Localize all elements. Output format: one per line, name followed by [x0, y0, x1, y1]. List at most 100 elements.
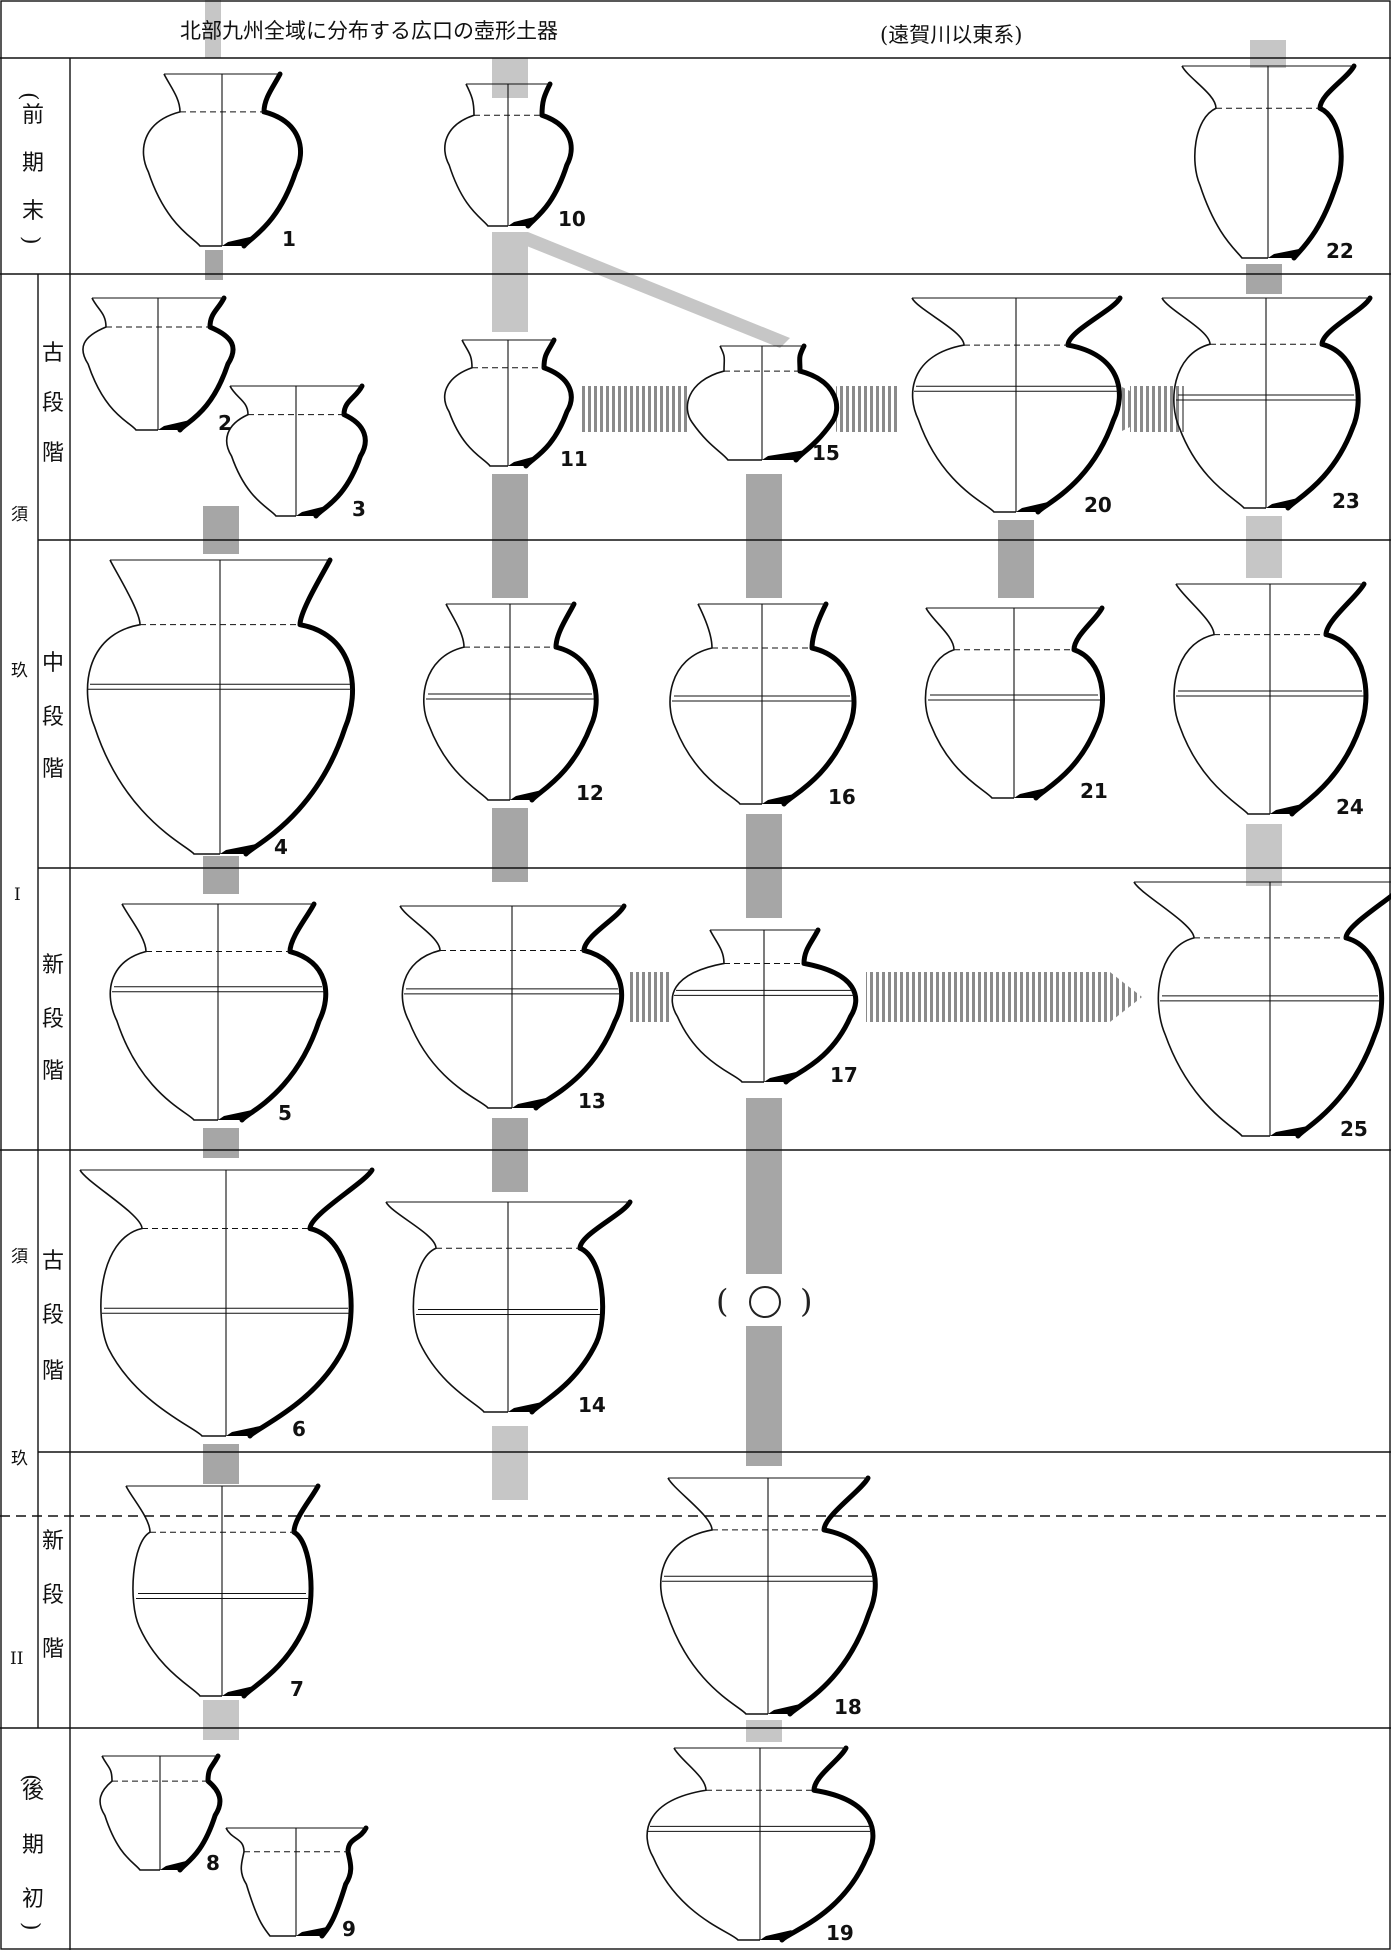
vessel-number: 7 [290, 1677, 304, 1701]
placeholder-parens-left: ( [716, 1282, 728, 1320]
vessel-exterior [1182, 66, 1268, 258]
stage-char: 新 [42, 1529, 64, 1554]
period-char: 後 [22, 1779, 44, 1804]
period-sugu-II: 須 玖 II [10, 1247, 28, 1669]
vessel-number: 23 [1332, 489, 1360, 513]
vessel-exterior [672, 930, 764, 1082]
connector-bar [203, 506, 239, 554]
vessel-number: 21 [1080, 779, 1108, 803]
vessel-exterior [1174, 584, 1270, 814]
vessel-number: 5 [278, 1101, 292, 1125]
vessel-exterior [100, 1756, 160, 1870]
vessel-9: 9 [226, 1828, 366, 1941]
stage-new-2: 新 段 階 [42, 1529, 64, 1662]
vessel-exterior [226, 1828, 296, 1936]
connector-diagonal [492, 232, 790, 348]
vessel-4: 4 [87, 560, 352, 859]
vessel-number: 10 [558, 207, 586, 231]
vessel-5: 5 [110, 904, 326, 1125]
vessel-25: 25 [1134, 882, 1391, 1141]
vessel-section [786, 930, 856, 1082]
stage-mid-1: 中 段 階 [42, 651, 64, 782]
connector-bar [1250, 40, 1286, 68]
vessel-exterior [647, 1748, 760, 1940]
vessel-13: 13 [400, 906, 624, 1113]
period-char: 初 [22, 1887, 44, 1912]
vessel-exterior [386, 1202, 508, 1412]
vessel-section [532, 1202, 630, 1412]
period-char: II [10, 1649, 23, 1669]
vessel-number: 25 [1340, 1117, 1368, 1141]
vessel-exterior [110, 904, 218, 1120]
vessel-section [532, 604, 596, 800]
vessel-section [246, 560, 353, 854]
vessel-exterior [445, 84, 508, 226]
vessel-base [1268, 248, 1304, 258]
connector-bar [746, 1720, 782, 1742]
period-char: I [14, 885, 21, 905]
stage-char: 古 [42, 1249, 64, 1274]
vessel-number: 16 [828, 785, 856, 809]
vessel-section [790, 1478, 875, 1714]
vessel-section [244, 1486, 318, 1696]
figure-subtitle: (遠賀川以東系) [880, 23, 1022, 47]
connector-bar [746, 814, 782, 918]
hatched-arrow [1130, 386, 1184, 432]
period-char: ) [18, 1922, 43, 1931]
vessel-number: 20 [1084, 493, 1112, 517]
vessel-section [528, 84, 571, 226]
vessel-exterior [687, 346, 762, 460]
vessel-section [1298, 882, 1391, 1136]
hatched-arrow-head [1110, 972, 1142, 1022]
vessel-exterior [83, 298, 158, 430]
connector-bar [203, 856, 239, 894]
stage-char: 段 [42, 1583, 64, 1608]
connector-bar [746, 1098, 782, 1274]
vessel-number: 14 [578, 1393, 606, 1417]
vessel-section [244, 74, 301, 246]
vessel-number: 17 [830, 1063, 858, 1087]
hatched-arrow [866, 972, 1110, 1022]
vessel-section [1288, 298, 1370, 508]
stage-char: 段 [42, 705, 64, 730]
vessel-11: 11 [445, 340, 588, 471]
period-late-start: ( 後 期 初 ) [18, 1774, 44, 1931]
vessel-number: 3 [352, 497, 366, 521]
vessel-number: 19 [826, 1921, 854, 1945]
vessel-number: 1 [282, 227, 296, 251]
period-char: 期 [22, 1833, 44, 1858]
stage-char: 中 [42, 651, 64, 676]
stage-new-1: 新 段 階 [42, 953, 64, 1084]
vessel-number: 15 [812, 441, 840, 465]
connector-bar [203, 1128, 239, 1158]
vessel-base [296, 1926, 332, 1936]
vessel-section [536, 906, 624, 1108]
vessel-2: 2 [83, 298, 233, 435]
connector-layer [203, 0, 1286, 1742]
vessel-exterior [227, 386, 296, 516]
vessel-exterior [400, 906, 512, 1108]
vessel-15: 15 [687, 346, 839, 465]
vessel-exterior [143, 74, 222, 246]
vessel-10: 10 [445, 84, 586, 231]
vessel-section [784, 604, 854, 804]
vessel-number: 22 [1326, 239, 1354, 263]
vessel-exterior [87, 560, 220, 854]
hatched-arrow [582, 386, 688, 432]
vessel-number: 13 [578, 1089, 606, 1113]
connector-bar [492, 232, 528, 332]
vessel-12: 12 [424, 604, 604, 805]
period-char: ) [18, 236, 43, 245]
stage-char: 古 [42, 341, 64, 366]
vessel-exterior [912, 298, 1016, 512]
period-char: 玖 [11, 661, 28, 681]
period-char: ( [16, 92, 41, 101]
vessel-exterior [126, 1486, 222, 1696]
vessel-number: 18 [834, 1695, 862, 1719]
connector-bar [492, 808, 528, 882]
placeholder-parens-right: ) [800, 1282, 812, 1320]
vessel-number: 4 [274, 835, 288, 859]
connector-bar [203, 1444, 239, 1484]
vessel-22: 22 [1182, 66, 1354, 263]
